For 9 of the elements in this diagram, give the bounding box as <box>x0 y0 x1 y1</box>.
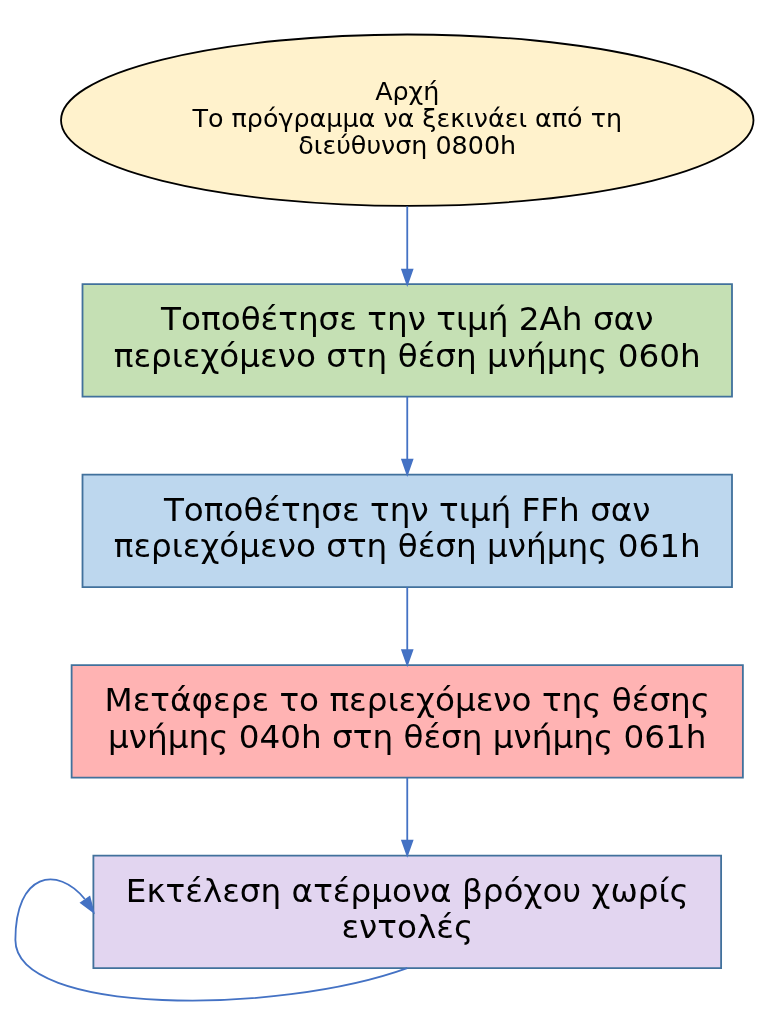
arrow <box>400 585 414 667</box>
arrow <box>400 395 414 477</box>
node-ellipse: Αρχή Το πρόγραμμα να ξεκινάει από τη διεύθυνση 0800h <box>60 33 755 207</box>
arrow <box>400 776 414 858</box>
node-box: Τοποθέτησε την τιμή 2Ah σαν περιεχόμενο στη θέση μνήμης 060h <box>81 282 733 398</box>
node-box: Εκτέλεση ατέρμονα βρόχου χωρίς εντολές <box>92 854 722 969</box>
node-box: Τοποθέτησε την τιμή FFh σαν περιεχόμενο στη θέση μνήμης 061h <box>81 473 733 588</box>
arrow <box>400 204 414 287</box>
node-box: Μετάφερε το περιεχόμενο της θέσης μνήμης 040h στη θέση μνήμης 061h <box>70 663 744 779</box>
